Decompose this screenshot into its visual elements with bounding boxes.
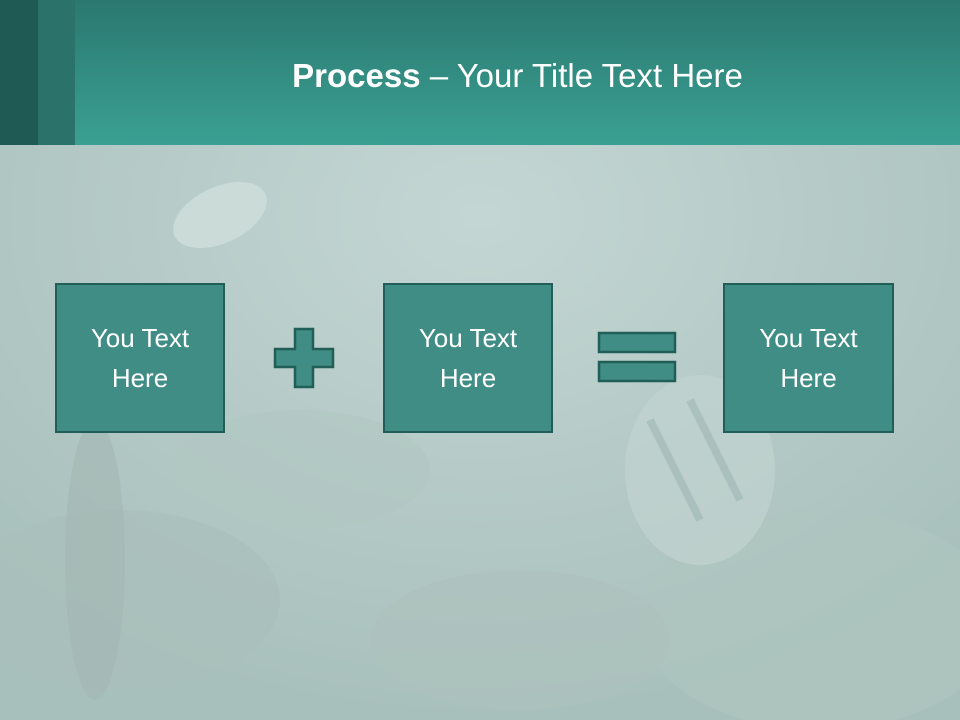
plus-icon bbox=[273, 327, 335, 389]
equals-icon bbox=[597, 331, 677, 383]
process-box-3[interactable]: You Text Here bbox=[723, 283, 894, 433]
title-bold: Process bbox=[292, 57, 421, 94]
title-rest: – Your Title Text Here bbox=[420, 57, 743, 94]
header-bar: Process – Your Title Text Here bbox=[0, 0, 960, 145]
header-accent-mid bbox=[38, 0, 75, 145]
process-box-2[interactable]: You Text Here bbox=[383, 283, 553, 433]
process-box-3-text: You Text Here bbox=[759, 323, 858, 393]
process-box-2-text: You Text Here bbox=[418, 323, 518, 393]
header-accent-dark bbox=[0, 0, 38, 145]
slide-title: Process – Your Title Text Here bbox=[75, 52, 960, 100]
process-box-1[interactable]: You Text Here bbox=[55, 283, 225, 433]
process-box-1-text: You Text Here bbox=[90, 323, 190, 393]
